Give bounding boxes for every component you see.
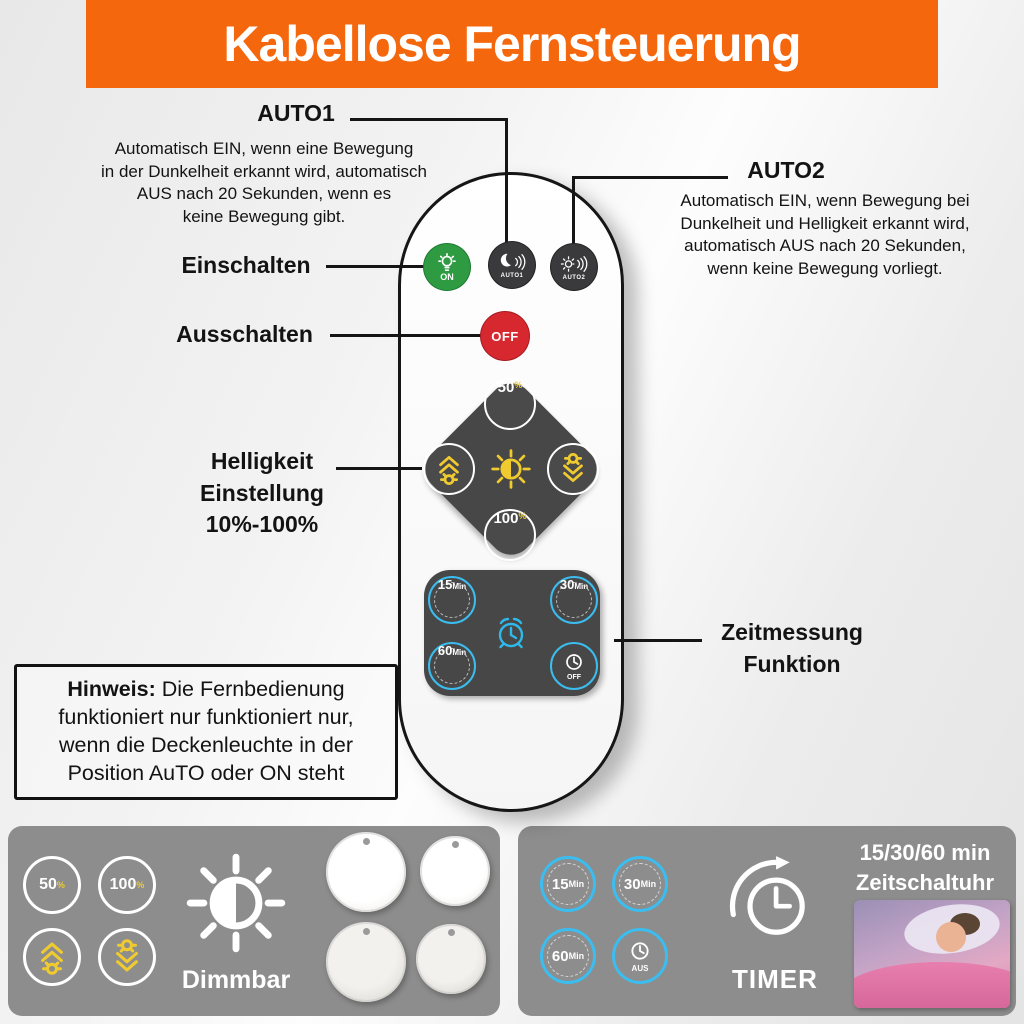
sun-half-icon <box>489 447 533 491</box>
lamp-photo-dim-small <box>416 924 486 994</box>
timer-title: TIMER <box>732 964 818 994</box>
brightness-100-button: 100% <box>484 509 536 561</box>
sun-chevrons-up-icon <box>431 451 467 487</box>
badge-brightness-up <box>23 928 81 986</box>
dimmbar-title: Dimmbar <box>181 966 291 994</box>
callout-auto2-description: Automatisch EIN, wenn Bewegung bei Dunke… <box>680 191 970 278</box>
timer-caption-line1: 15/30/60 min <box>859 840 991 865</box>
page-title: Kabellose Fernsteuerung <box>223 16 801 72</box>
brightness-50-button: 50% <box>484 378 536 430</box>
moon-motion-icon <box>498 252 526 272</box>
leader-line-auto1-v <box>505 118 508 246</box>
leader-line-auto2-v <box>572 176 575 246</box>
power-off-button: OFF <box>481 312 529 360</box>
callout-ausschalten-label: Ausschalten <box>176 321 313 347</box>
timer-off-button: OFF <box>550 642 598 690</box>
sun-motion-icon <box>560 254 588 274</box>
sun-motion-button-auto2: AUTO2 <box>551 244 597 290</box>
badge-50-percent: 50% <box>23 856 81 914</box>
blanket <box>854 962 1010 1008</box>
sun-chevrons-up-icon <box>32 937 72 977</box>
bulb-icon <box>436 252 458 274</box>
note-line-1: Hinweis: Die Fernbedienung <box>67 677 345 701</box>
alarm-clock-icon <box>493 615 529 651</box>
brightness-up-button <box>423 443 475 495</box>
leader-line-helligkeit <box>336 467 422 470</box>
dimmbar-sun-half-icon <box>181 848 291 958</box>
callout-auto1-description: Automatisch EIN, wenn eine Bewegung in d… <box>101 139 427 226</box>
note-line-3: wenn die Deckenleuchte in der <box>58 732 354 757</box>
sun-chevrons-down-icon <box>555 451 591 487</box>
brightness-down-button <box>547 443 599 495</box>
callout-einschalten-label: Einschalten <box>181 252 311 278</box>
power-on-button: ON <box>424 244 470 290</box>
callout-auto1-label: AUTO1 <box>257 100 335 126</box>
note-line-4: Position AuTO oder ON steht <box>67 760 345 785</box>
lamp-photo-dim-large <box>326 922 406 1002</box>
sleeping-child-photo <box>854 900 1010 1008</box>
timer-rotate-clock-icon <box>726 854 822 950</box>
dimmbar-panel: 50% 100% Dimmbar <box>8 826 500 1016</box>
leader-line-auto1-h <box>350 118 508 121</box>
leader-line-einschalten <box>326 265 424 268</box>
leader-line-ausschalten <box>330 334 481 337</box>
leader-line-auto2-h <box>572 176 728 179</box>
child-face <box>936 922 966 952</box>
callout-zeitmessung-label: Zeitmessung Funktion <box>721 619 863 677</box>
badge-timer-aus: AUS <box>612 928 668 984</box>
lamp-photo-bright-small <box>420 836 490 906</box>
title-banner: Kabellose Fernsteuerung <box>86 0 938 88</box>
sun-chevrons-down-icon <box>107 937 147 977</box>
lamp-photo-bright-large <box>326 832 406 912</box>
clock-off-icon <box>628 939 652 963</box>
note-line-2: funktioniert nur funktioniert nur, <box>58 704 354 729</box>
callout-auto2-label: AUTO2 <box>747 157 825 183</box>
callout-helligkeit-label: Helligkeit Einstellung 10%-100% <box>200 448 324 538</box>
badge-100-percent: 100% <box>98 856 156 914</box>
leader-line-zeitmessung <box>614 639 702 642</box>
note-box: Hinweis: Die Fernbedienung funktioniert … <box>14 664 398 800</box>
badge-brightness-down <box>98 928 156 986</box>
timer-caption-line2: Zeitschaltuhr <box>855 870 995 895</box>
clock-off-icon <box>563 651 585 673</box>
auto1-button: AUTO1 <box>489 242 535 288</box>
